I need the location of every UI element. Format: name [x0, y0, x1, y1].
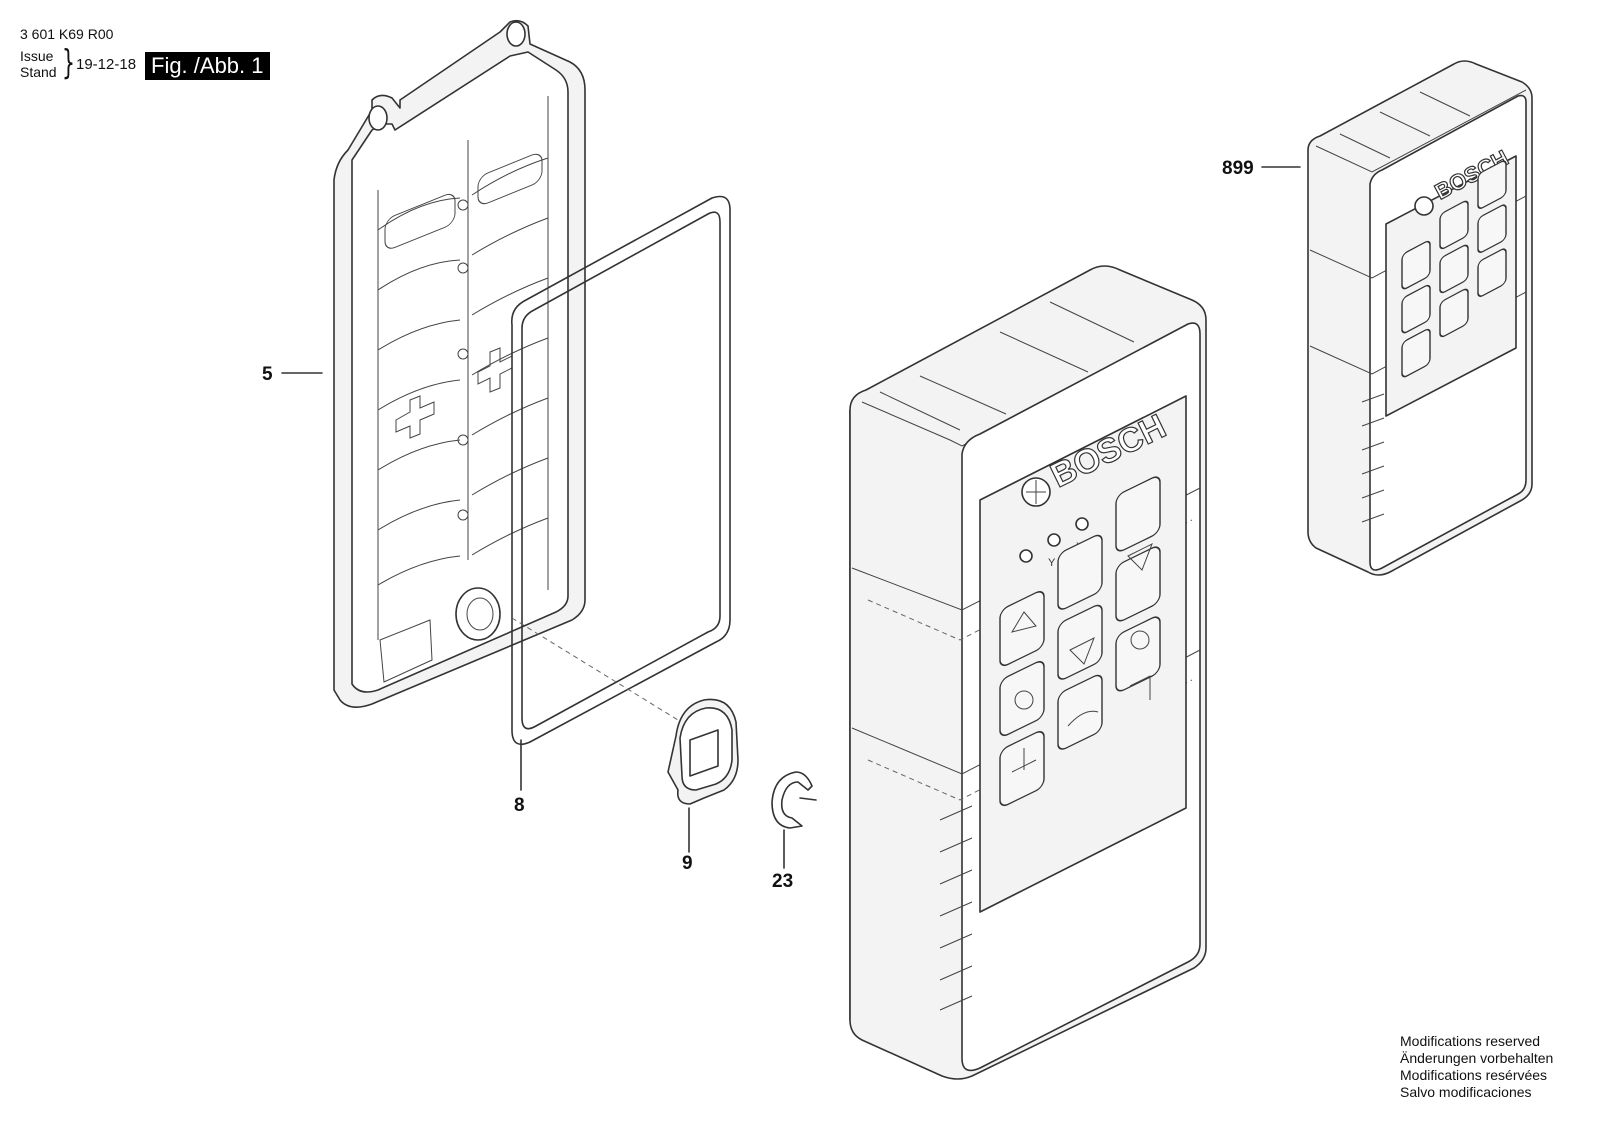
key-rotate-left-icon — [999, 661, 1045, 737]
retaining-ring-part-23 — [771, 771, 817, 829]
brace: } — [62, 43, 75, 83]
notice-line-fr: Modifications resérvées — [1400, 1067, 1548, 1083]
figure-label: Fig. /Abb. 1 — [145, 52, 270, 80]
key-tilt-xy-icon — [1057, 534, 1103, 610]
key-scan-icon — [1057, 674, 1103, 750]
key-up-icon — [999, 591, 1045, 667]
lock-disc-part-9 — [667, 698, 739, 805]
seal-gasket-part-8 — [510, 195, 731, 746]
issue-label: Issue — [20, 48, 54, 64]
callout-8: 8 — [514, 795, 525, 816]
status-leds — [1019, 517, 1089, 563]
issue-date: 19-12-18 — [76, 56, 137, 73]
callout-5: 5 — [262, 364, 273, 385]
assembly-axis-line — [511, 617, 679, 721]
notice-line-de: Änderungen vorbehalten — [1400, 1050, 1554, 1066]
remote-control-small-view: BOSCH — [1307, 60, 1533, 576]
remote-control-large-view: BOSCH Y X — [849, 265, 1207, 1080]
grip-ribs — [939, 805, 973, 1011]
keypad — [999, 476, 1161, 807]
key-rotate-right-icon — [1115, 546, 1161, 622]
key-down-alt-icon — [1057, 604, 1103, 680]
stand-label: Stand — [20, 64, 57, 80]
battery-cover-part-5 — [333, 19, 586, 708]
key-down-icon — [1115, 476, 1161, 552]
callout-899: 899 — [1222, 158, 1254, 179]
key-level-icon — [999, 731, 1045, 807]
notice-line-en: Modifications reserved — [1400, 1033, 1541, 1049]
callout-9: 9 — [682, 853, 693, 874]
issue-stand-labels: Issue Stand — [20, 48, 57, 80]
callout-23: 23 — [772, 871, 793, 892]
part-code: 3 601 K69 R00 — [20, 26, 114, 42]
led-label-y: Y — [1048, 557, 1056, 569]
bosch-logo-small-icon — [1414, 196, 1434, 216]
key-mode-icon — [1115, 616, 1161, 692]
notice-line-es: Salvo modificaciones — [1400, 1084, 1532, 1100]
keypad-small — [1401, 160, 1507, 378]
modifications-notice: Modifications reserved Änderungen vorbeh… — [1400, 1033, 1553, 1101]
